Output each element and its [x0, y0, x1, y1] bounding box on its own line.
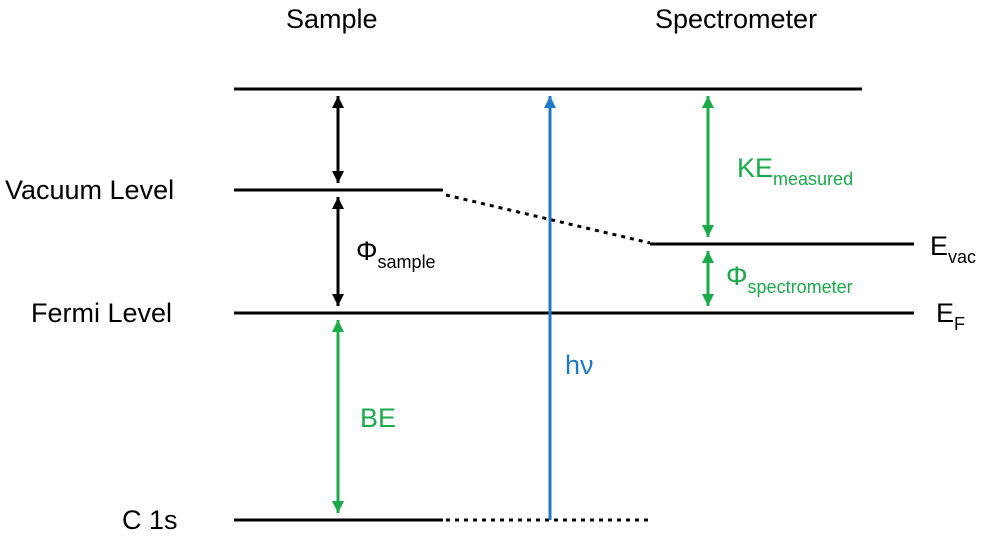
evac-label: Evac — [930, 231, 976, 267]
phi-spectrometer-label: Φspectrometer — [726, 261, 853, 297]
ef-sub: F — [954, 314, 966, 334]
vacuum-connector-dotted — [445, 193, 651, 245]
phi-sample-sub: sample — [377, 252, 436, 272]
core-level-label: C 1s — [122, 505, 178, 535]
be-label: BE — [360, 403, 397, 433]
hv-label: hν — [565, 350, 594, 380]
evac-main: E — [930, 231, 949, 261]
phi-spectrometer-sub: spectrometer — [747, 277, 853, 297]
ke-sub: measured — [773, 169, 854, 189]
evac-sub: vac — [948, 247, 977, 267]
vacuum-level-label: Vacuum Level — [5, 175, 175, 205]
sample-header: Sample — [286, 4, 378, 34]
spectrometer-header: Spectrometer — [655, 4, 818, 34]
ke-main: KE — [737, 153, 774, 183]
phi-spectrometer-main: Φ — [726, 261, 748, 291]
phi-sample-main: Φ — [356, 236, 378, 266]
ef-main: E — [936, 298, 955, 328]
ke-measured-label: KEmeasured — [737, 153, 853, 189]
phi-sample-label: Φsample — [356, 236, 436, 272]
fermi-level-label: Fermi Level — [31, 298, 173, 328]
ef-label: EF — [936, 298, 965, 334]
